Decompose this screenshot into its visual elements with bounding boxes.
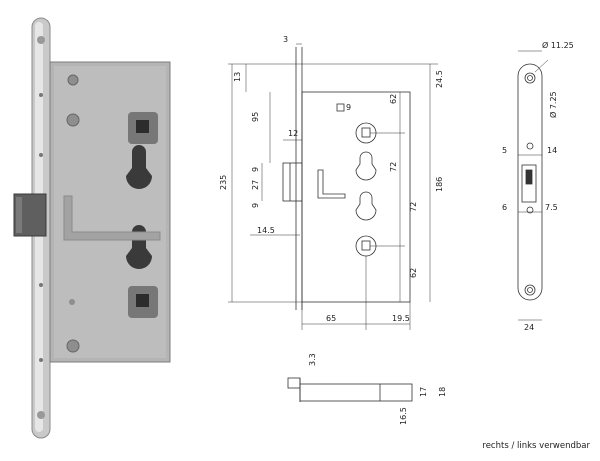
dim-24-5: 24.5 xyxy=(435,70,444,88)
dim-24: 24 xyxy=(524,323,534,332)
dim-62-upper: 62 xyxy=(389,94,398,104)
front-view-labels: 3 13 95 12 9 27 9 235 14.5 24.5 62 72 18… xyxy=(219,35,444,323)
dim-12: 12 xyxy=(288,129,298,138)
dim-9-lower: 9 xyxy=(251,203,260,208)
dim-95: 95 xyxy=(251,112,260,122)
cylinder-hole-upper xyxy=(355,151,377,181)
bottom-body-outline xyxy=(299,383,413,402)
bottom-view-labels: 3.3 16.5 17 18 xyxy=(308,353,447,425)
bottom-view-drawing xyxy=(287,377,413,402)
dim-square-9: 9 xyxy=(346,103,351,112)
dim-13: 13 xyxy=(233,72,242,82)
faceplate-outline xyxy=(517,63,543,301)
dim-6: 6 xyxy=(502,203,507,212)
dim-3-3: 3.3 xyxy=(308,353,317,366)
dim-72-lower: 72 xyxy=(409,202,418,212)
dim-65: 65 xyxy=(326,314,336,323)
front-view-drawing xyxy=(282,47,411,310)
dim-14-5: 14.5 xyxy=(257,226,275,235)
latch-outline xyxy=(282,162,303,202)
screw-photo xyxy=(66,113,80,127)
dim-d-7-25: Ø 7.25 xyxy=(548,91,558,118)
dim-27: 27 xyxy=(251,180,260,190)
faceplate-labels: Ø 11.25 Ø 7.25 5 14 6 7.5 24 xyxy=(502,40,574,332)
dim-16-5: 16.5 xyxy=(399,407,408,425)
dim-17: 17 xyxy=(419,387,428,397)
dim-d-11-25: Ø 11.25 xyxy=(542,40,574,50)
dim-19-5: 19.5 xyxy=(392,314,410,323)
dim-72-upper: 72 xyxy=(389,162,398,172)
dim-235: 235 xyxy=(219,175,228,190)
dim-14: 14 xyxy=(547,146,557,155)
latch-opening xyxy=(521,164,537,203)
faceplate-dim-lines xyxy=(518,50,549,321)
dim-3: 3 xyxy=(283,35,288,44)
dim-18: 18 xyxy=(438,387,447,397)
lock-photo xyxy=(13,17,171,439)
dim-9-upper: 9 xyxy=(251,167,260,172)
dimension-lines xyxy=(228,43,438,330)
faceplate-drawing xyxy=(517,63,543,301)
dim-5: 5 xyxy=(502,146,507,155)
usage-caption: rechts / links verwendbar xyxy=(482,441,590,451)
cylinder-hole-upper-photo xyxy=(125,145,152,190)
dim-186: 186 xyxy=(435,177,444,192)
dim-62-lower: 62 xyxy=(409,268,418,278)
cylinder-hole-lower xyxy=(355,191,377,221)
dim-7-5: 7.5 xyxy=(545,203,558,212)
